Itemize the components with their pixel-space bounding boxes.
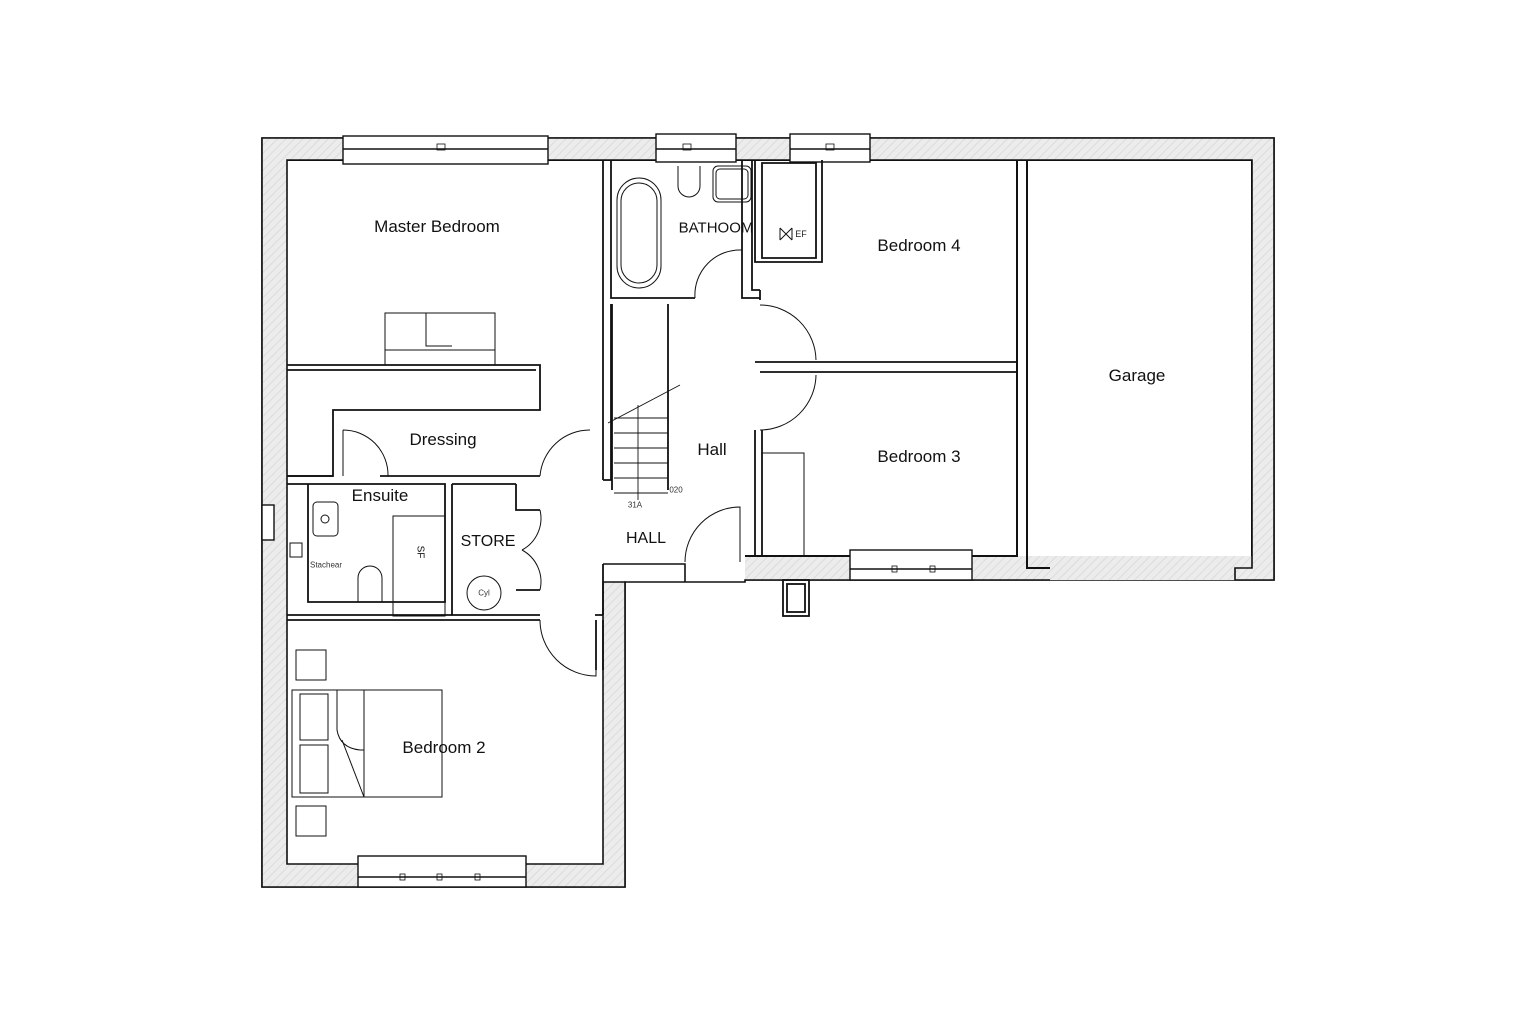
door-front (684, 506, 741, 563)
label-bathroom: BATHOOM (678, 219, 754, 237)
interior-walls (287, 160, 1017, 670)
door-dressing (342, 429, 389, 477)
label-garage: Garage (1108, 366, 1166, 385)
door-bedroom2 (539, 619, 597, 677)
basin (712, 165, 752, 203)
hot-water-cylinder (466, 575, 502, 611)
windows (261, 133, 973, 888)
label-cylinder: Cyl (478, 588, 490, 598)
bed-master (384, 312, 496, 366)
toilet (677, 166, 701, 198)
label-bedroom-2: Bedroom 2 (402, 738, 486, 757)
door-store-1 (521, 509, 542, 551)
label-shower-tray: SF (414, 545, 426, 559)
bedside-table-2 (295, 805, 327, 837)
door-bathroom (694, 249, 743, 299)
label-stair-up: 31A (627, 500, 643, 510)
shower-tray (392, 515, 446, 617)
label-master-bedroom: Master Bedroom (374, 217, 500, 236)
label-bedroom-3: Bedroom 3 (877, 447, 961, 466)
label-store: STORE (460, 533, 516, 550)
ensuite-basin (312, 501, 339, 537)
bedside-table-1 (295, 649, 327, 681)
label-ensuite: Ensuite (351, 486, 409, 505)
exterior-walls (261, 137, 1275, 888)
window-marks (399, 143, 936, 881)
door-bedroom4 (759, 304, 817, 361)
door-store-2 (521, 549, 542, 591)
label-hall-upper: Hall (697, 440, 727, 459)
label-stair-dim: 020 (669, 485, 683, 495)
fixtures (289, 165, 793, 837)
label-hall-lower: HALL (625, 530, 667, 547)
label-dressing: Dressing (409, 430, 477, 449)
label-extractor-fan: EF (795, 229, 807, 239)
label-bedroom-4: Bedroom 4 (877, 236, 961, 255)
door-master (539, 429, 591, 477)
bathtub (616, 177, 662, 289)
door-bedroom3 (759, 374, 817, 431)
bed-2 (291, 689, 443, 798)
ensuite-toilet (357, 565, 383, 602)
staircase (607, 384, 681, 500)
label-ensuite-note: Stachear (309, 560, 343, 570)
doors (342, 249, 817, 677)
